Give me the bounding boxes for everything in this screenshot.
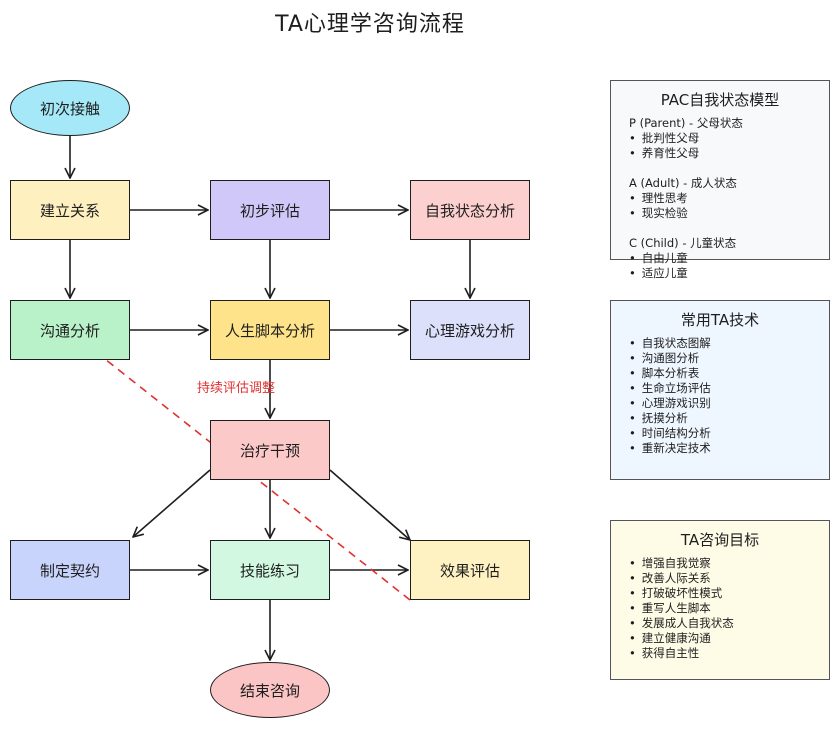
list-item: 心理游戏识别	[629, 396, 829, 411]
node-build-relation[interactable]: 建立关系	[10, 180, 130, 240]
list-item: 脚本分析表	[629, 366, 829, 381]
list-item: 适应儿童	[629, 266, 829, 281]
node-effect-eval[interactable]: 效果评估	[410, 540, 530, 600]
pac-parent-heading: P (Parent) - 父母状态	[629, 116, 743, 130]
panel-pac-model: PAC自我状态模型 P (Parent) - 父母状态 批判性父母 养育性父母 …	[610, 80, 830, 280]
node-first-contact[interactable]: 初次接触	[10, 80, 130, 136]
list-item: 改善人际关系	[629, 571, 829, 586]
node-game-analysis[interactable]: 心理游戏分析	[410, 300, 530, 360]
list-item: 现实检验	[629, 206, 829, 221]
list-item: 生命立场评估	[629, 381, 829, 396]
panel-title: TA咨询目标	[680, 531, 760, 549]
pac-adult-heading: A (Adult) - 成人状态	[629, 176, 737, 190]
panel-ta-goals: TA咨询目标 增强自我觉察 改善人际关系 打破破坏性模式 重写人生脚本 发展成人…	[610, 520, 830, 680]
node-intervention[interactable]: 治疗干预	[210, 420, 330, 480]
node-comm-analysis[interactable]: 沟通分析	[10, 300, 130, 360]
edge-intervention-to-effect	[329, 469, 410, 540]
list-item: 发展成人自我状态	[629, 616, 829, 631]
node-contract[interactable]: 制定契约	[10, 540, 130, 600]
list-item: 沟通图分析	[629, 351, 829, 366]
panel-title: 常用TA技术	[680, 311, 760, 329]
node-script-analysis[interactable]: 人生脚本分析	[210, 300, 330, 360]
pac-child-heading: C (Child) - 儿童状态	[629, 236, 737, 250]
panel-ta-techniques: 常用TA技术 自我状态图解 沟通图分析 脚本分析表 生命立场评估 心理游戏识别 …	[610, 300, 830, 480]
list-item: 重新决定技术	[629, 441, 829, 456]
list-item: 自我状态图解	[629, 336, 829, 351]
panel-title: PAC自我状态模型	[660, 91, 780, 109]
list-item: 时间结构分析	[629, 426, 829, 441]
list-item: 理性思考	[629, 191, 829, 206]
list-item: 养育性父母	[629, 146, 829, 161]
list-item: 自由儿童	[629, 251, 829, 266]
list-item: 建立健康沟通	[629, 631, 829, 646]
node-ego-analysis[interactable]: 自我状态分析	[410, 180, 530, 240]
list-item: 抚摸分析	[629, 411, 829, 426]
node-initial-assess[interactable]: 初步评估	[210, 180, 330, 240]
edge-intervention-to-contract	[133, 469, 211, 537]
list-item: 打破破坏性模式	[629, 586, 829, 601]
node-skill-practice[interactable]: 技能练习	[210, 540, 330, 600]
diagram-title: TA心理学咨询流程	[275, 12, 465, 37]
dashed-edge-label: 持续评估调整	[197, 381, 276, 396]
list-item: 重写人生脚本	[629, 601, 829, 616]
list-item: 获得自主性	[629, 646, 829, 661]
list-item: 增强自我觉察	[629, 556, 829, 571]
list-item: 批判性父母	[629, 131, 829, 146]
node-end-consult[interactable]: 结束咨询	[210, 662, 330, 718]
